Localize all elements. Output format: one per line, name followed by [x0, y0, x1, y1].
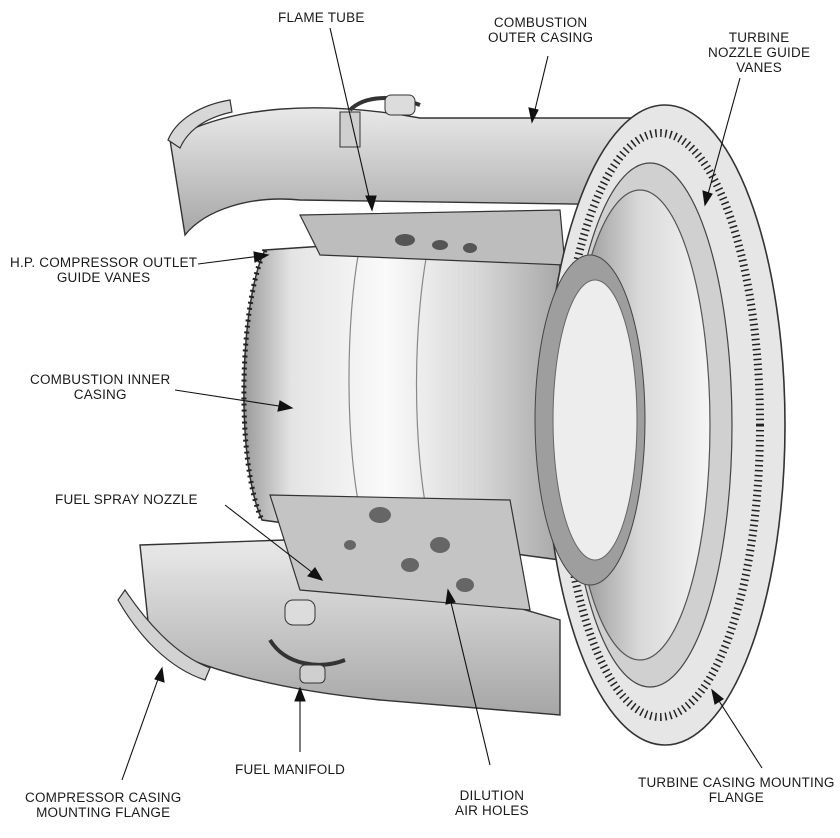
- label-fuel-spray-nozzle: FUEL SPRAY NOZZLE: [55, 492, 198, 507]
- turbine-nozzle-ring: [534, 104, 786, 746]
- leader-turbine-flange: [711, 689, 763, 769]
- inner-casing-drum: [241, 229, 561, 561]
- leader-nozzle-guide-vanes: [704, 77, 741, 206]
- flame-tube-top: [299, 209, 566, 266]
- outer-casing-top: [167, 99, 641, 237]
- label-combustion-outer-casing: COMBUSTION OUTER CASING: [488, 15, 594, 45]
- leader-dilution-holes: [447, 589, 491, 766]
- leader-lines: [121, 27, 763, 781]
- label-flame-tube: FLAME TUBE: [278, 10, 365, 25]
- label-turbine-nozzle-guide-vanes: TURBINE NOZZLE GUIDE VANES: [708, 30, 811, 75]
- label-turbine-casing-mounting-flange: TURBINE CASING MOUNTING FLANGE: [638, 775, 835, 805]
- flame-tube-bottom: [269, 494, 531, 611]
- leader-fuel-spray-nozzle: [224, 504, 323, 581]
- label-combustion-inner-casing: COMBUSTION INNER CASING: [30, 372, 171, 402]
- label-fuel-manifold: FUEL MANIFOLD: [235, 762, 346, 777]
- label-dilution-air-holes: DILUTION AIR HOLES: [455, 788, 529, 818]
- outer-casing-bottom: [117, 539, 561, 716]
- leader-compressor-flange: [121, 667, 163, 781]
- leader-inner-casing: [174, 389, 293, 409]
- leader-flame-tube: [329, 27, 373, 211]
- label-hp-compressor-outlet-guide-vanes: H.P. COMPRESSOR OUTLET GUIDE VANES: [10, 255, 198, 285]
- label-compressor-casing-mounting-flange: COMPRESSOR CASING MOUNTING FLANGE: [25, 790, 182, 820]
